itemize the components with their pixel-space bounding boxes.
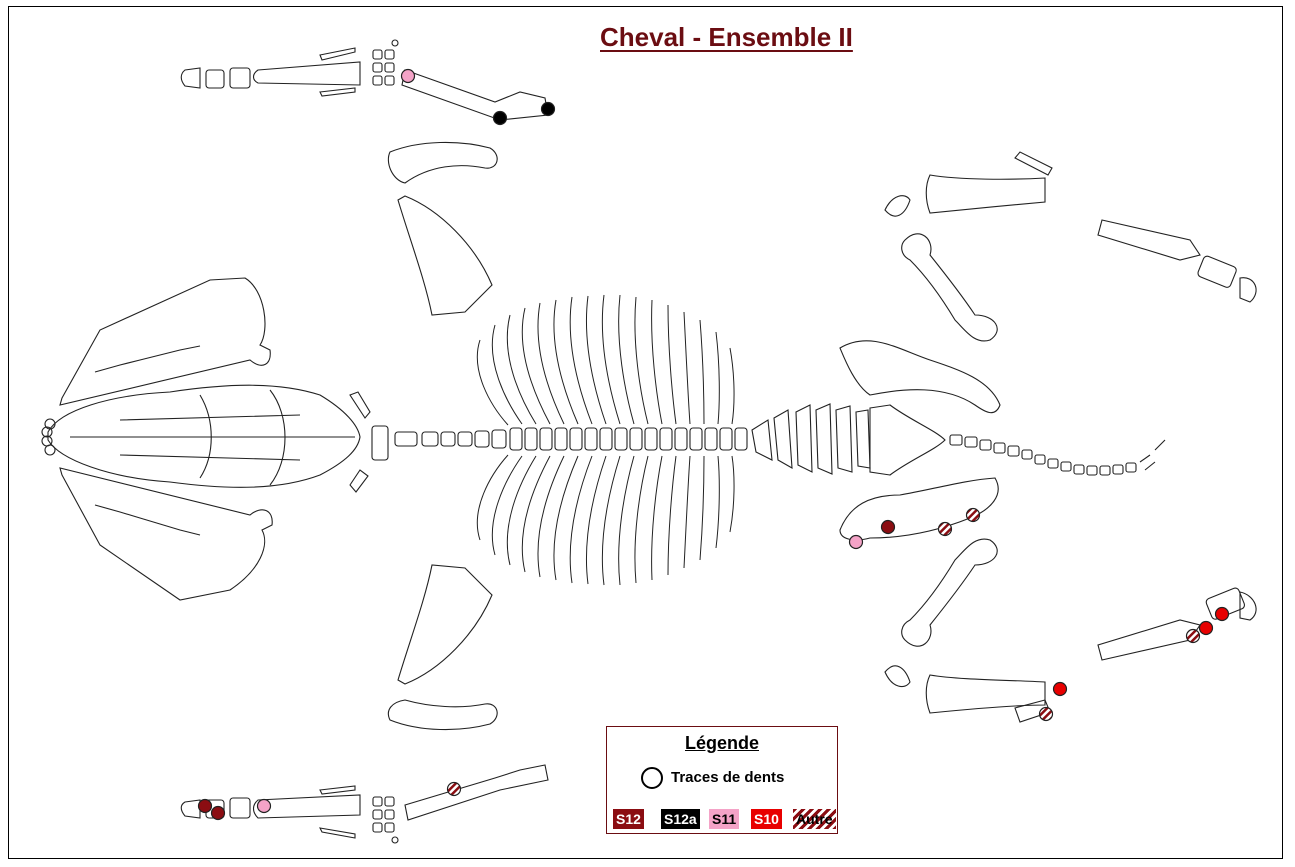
ribs-lower	[477, 455, 734, 585]
legend-swatch-s12: S12	[613, 809, 644, 829]
legend-swatch-autre: Autre	[793, 809, 836, 829]
mark-s12a	[494, 112, 507, 125]
incisors	[42, 419, 55, 455]
legend-swatch-s11: S11	[709, 809, 739, 829]
skull-suture	[70, 390, 355, 485]
lumbar-vertebrae	[752, 404, 870, 474]
legend-swatch-s12a: S12a	[661, 809, 700, 829]
mark-s12	[882, 521, 895, 534]
forelimb-bottom	[181, 565, 548, 843]
mark-autre	[967, 509, 980, 522]
legend-title: Légende	[607, 733, 837, 754]
mark-s10	[1200, 622, 1213, 635]
legend-swatch-s10: S10	[751, 809, 782, 829]
mark-s12	[199, 800, 212, 813]
hyoid-lower	[350, 470, 368, 492]
sacrum	[870, 405, 945, 475]
figure-title: Cheval - Ensemble II	[600, 22, 853, 53]
tail-vertebrae	[950, 435, 1165, 475]
tooth-mark-circle-icon	[641, 767, 663, 789]
mark-s11	[402, 70, 415, 83]
mark-autre	[939, 523, 952, 536]
ribs-upper	[477, 295, 734, 425]
hindlimb-top	[840, 152, 1256, 413]
mark-s12	[212, 807, 225, 820]
thoracic-vertebrae	[510, 428, 747, 450]
mark-autre	[448, 783, 461, 796]
tooth-marks	[199, 70, 1229, 820]
atlas	[372, 426, 388, 460]
mark-autre	[1187, 630, 1200, 643]
hindlimb-bottom	[840, 478, 1256, 722]
mandible-teeth-lower	[95, 505, 200, 535]
hyoid-upper	[350, 392, 370, 418]
skeleton-outline	[42, 40, 1256, 843]
mark-s11	[850, 536, 863, 549]
cervical-vertebrae	[395, 430, 506, 448]
mark-autre	[1040, 708, 1053, 721]
mandible-teeth-upper	[95, 346, 200, 372]
forelimb-top	[181, 40, 548, 315]
mark-s10	[1216, 608, 1229, 621]
mark-s11	[258, 800, 271, 813]
legend-traces-label: Traces de dents	[671, 769, 784, 786]
legend-box: Légende Traces de dents S12 S12a S11 S10…	[606, 726, 838, 834]
mark-s12a	[542, 103, 555, 116]
mark-s10	[1054, 683, 1067, 696]
